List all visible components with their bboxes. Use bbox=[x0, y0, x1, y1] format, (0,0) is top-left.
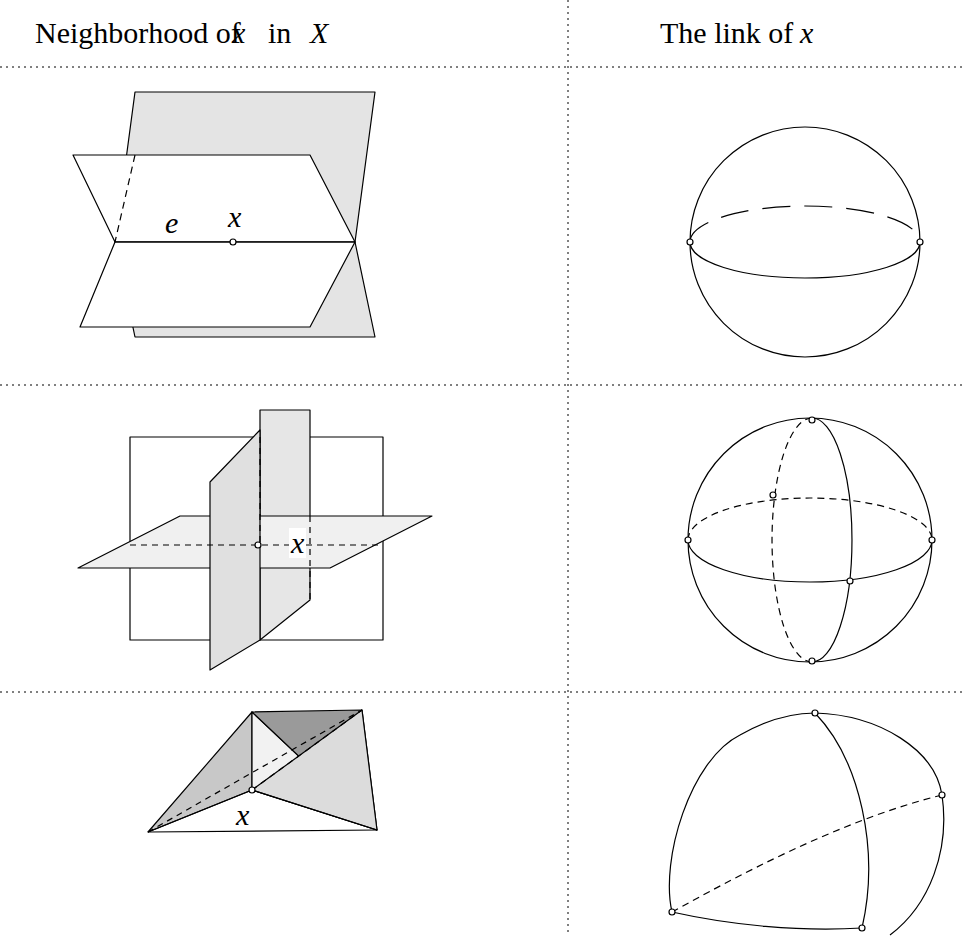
column-header: The link of bbox=[660, 18, 793, 48]
column-header: x bbox=[800, 18, 813, 48]
pyramid-figure bbox=[148, 710, 377, 832]
link-sphere-2 bbox=[685, 417, 935, 664]
two-planes-figure bbox=[73, 92, 375, 337]
link-sphere-3 bbox=[669, 710, 945, 935]
column-header: X bbox=[310, 18, 328, 48]
three-planes-figure bbox=[78, 410, 432, 670]
point-label: e bbox=[165, 208, 178, 238]
column-header: in bbox=[268, 18, 291, 48]
point-label: x bbox=[228, 202, 241, 232]
column-header: Neighborhood of bbox=[35, 18, 241, 48]
point-label: x bbox=[236, 800, 249, 830]
link-sphere-1 bbox=[687, 127, 923, 357]
point-label: x bbox=[289, 528, 306, 558]
column-header: x bbox=[232, 18, 245, 48]
